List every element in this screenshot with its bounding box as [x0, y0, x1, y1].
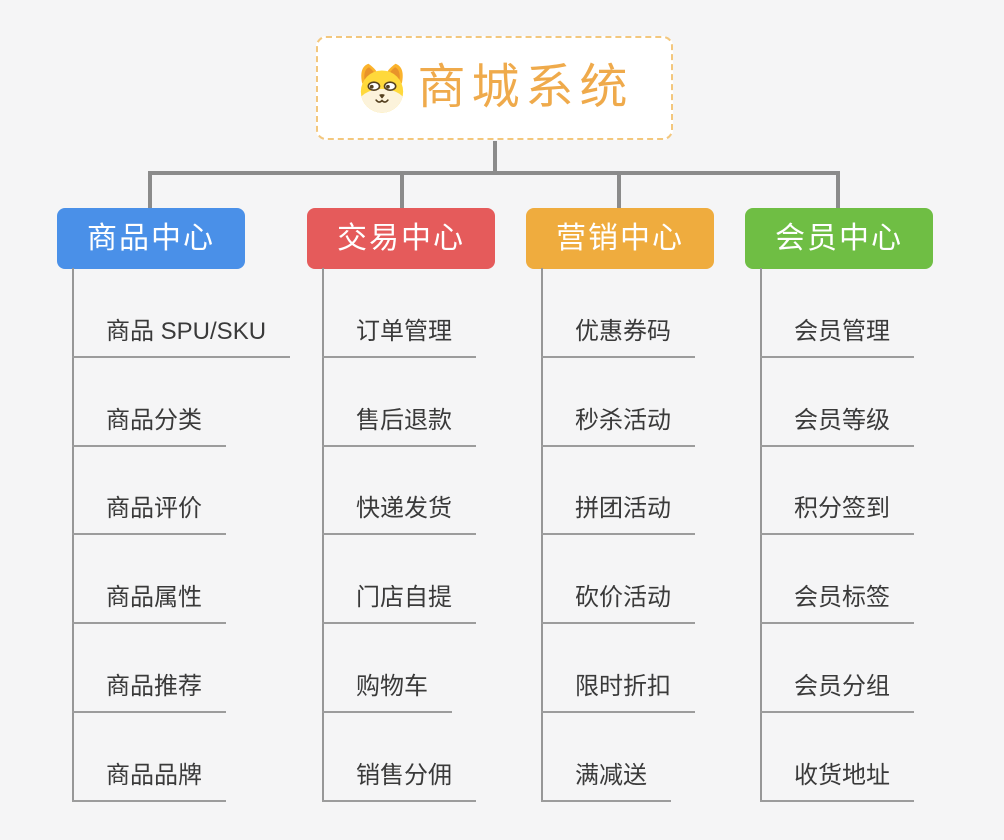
mindmap-leaf-node[interactable]: 订单管理 — [322, 316, 476, 358]
mindmap-leaf-node[interactable]: 限时折扣 — [541, 671, 695, 713]
connector-branch-line — [541, 268, 543, 802]
mindmap-leaf-node[interactable]: 商品 SPU/SKU — [72, 316, 291, 358]
connector-branch-line — [72, 268, 74, 802]
mindmap-leaf-node[interactable]: 商品推荐 — [72, 671, 226, 713]
connector-horizontal-bar — [148, 171, 840, 175]
mindmap-leaf-node[interactable]: 会员标签 — [760, 582, 914, 624]
mindmap-leaf-node[interactable]: 售后退款 — [322, 405, 476, 447]
branch-header-3[interactable]: 会员中心 — [745, 208, 933, 269]
mindmap-leaf-node[interactable]: 会员等级 — [760, 405, 914, 447]
branch-header-label: 会员中心 — [775, 221, 903, 255]
mindmap-leaf-node[interactable]: 会员管理 — [760, 316, 914, 358]
branch-header-label: 交易中心 — [337, 221, 465, 255]
connector-root-stem — [493, 141, 497, 173]
branch-header-label: 营销中心 — [556, 221, 684, 255]
mindmap-leaf-node[interactable]: 积分签到 — [760, 493, 914, 535]
mindmap-leaf-node[interactable]: 商品属性 — [72, 582, 226, 624]
connector-branch-drop — [836, 175, 840, 208]
mindmap-leaf-node[interactable]: 优惠券码 — [541, 316, 695, 358]
mindmap-leaf-node[interactable]: 满减送 — [541, 760, 671, 802]
connector-branch-drop — [148, 175, 152, 208]
mindmap-leaf-node[interactable]: 砍价活动 — [541, 582, 695, 624]
branch-header-2[interactable]: 营销中心 — [526, 208, 714, 269]
mindmap-leaf-node[interactable]: 商品分类 — [72, 405, 226, 447]
mindmap-leaf-node[interactable]: 秒杀活动 — [541, 405, 695, 447]
mindmap-leaf-node[interactable]: 收货地址 — [760, 760, 914, 802]
branch-header-label: 商品中心 — [87, 221, 215, 255]
mindmap-leaf-node[interactable]: 商品品牌 — [72, 760, 226, 802]
mindmap-leaf-node[interactable]: 购物车 — [322, 671, 452, 713]
branch-header-0[interactable]: 商品中心 — [57, 208, 245, 269]
connector-branch-line — [322, 268, 324, 802]
mindmap-leaf-node[interactable]: 快递发货 — [322, 493, 476, 535]
connector-branch-drop — [400, 175, 404, 208]
root-node[interactable]: 商城系统 — [316, 36, 673, 140]
connector-branch-line — [760, 268, 762, 802]
connector-branch-drop — [617, 175, 621, 208]
mindmap-leaf-node[interactable]: 拼团活动 — [541, 493, 695, 535]
mindmap-leaf-node[interactable]: 销售分佣 — [322, 760, 476, 802]
branch-header-1[interactable]: 交易中心 — [307, 208, 495, 269]
mindmap-leaf-node[interactable]: 会员分组 — [760, 671, 914, 713]
mindmap-leaf-node[interactable]: 门店自提 — [322, 582, 476, 624]
mindmap-leaf-node[interactable]: 商品评价 — [72, 493, 226, 535]
root-node-label: 商城系统 — [417, 61, 634, 114]
dog-icon — [361, 63, 404, 113]
